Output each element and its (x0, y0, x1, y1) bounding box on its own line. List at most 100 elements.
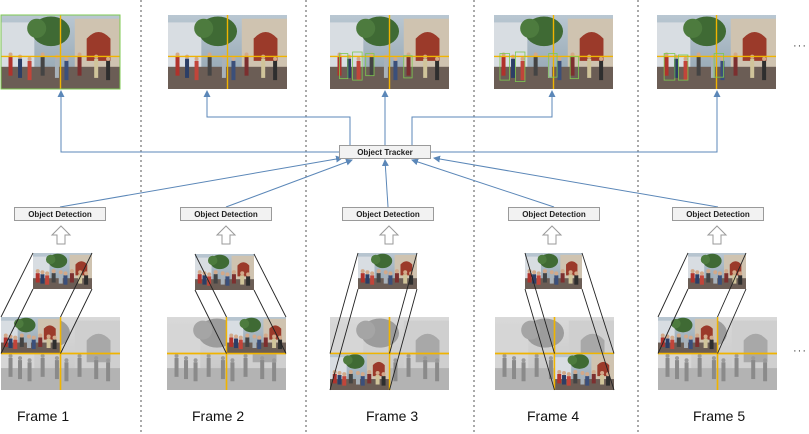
scene-person (660, 337, 665, 347)
scene-person-head (3, 333, 8, 338)
scene-person (207, 56, 212, 76)
scene-person-head (684, 358, 689, 363)
scene-person-head (367, 369, 372, 374)
scene-person (435, 60, 440, 81)
scene-person-head (751, 356, 756, 361)
scene-person-head (695, 270, 700, 275)
scene-ground (525, 278, 582, 289)
scene-person (521, 362, 526, 382)
scene-person (532, 274, 537, 284)
scene-person-head (26, 334, 31, 339)
projection-line (524, 252, 555, 354)
active-region-5 (658, 317, 718, 354)
detection-bbox (569, 56, 579, 80)
scene-person (202, 275, 207, 285)
scene-tree (567, 355, 578, 365)
scene-person (45, 275, 50, 285)
scene-arch (415, 333, 440, 363)
scene-person-head (272, 334, 277, 339)
scene-person (383, 274, 388, 284)
scene-person-head (512, 356, 517, 361)
scene-person (356, 60, 361, 81)
scene-person-head (207, 52, 212, 57)
scene-person-head (77, 52, 82, 57)
scene-person-head (697, 353, 702, 358)
tracked-frame-3 (330, 15, 449, 89)
scene-person-head (573, 369, 578, 374)
hollow-up-arrow-5 (706, 225, 728, 245)
scene-person (51, 273, 56, 283)
scene-person (360, 376, 365, 386)
scene-person (762, 60, 767, 81)
scene-person (257, 339, 262, 350)
scene-person (273, 60, 278, 81)
scene-person (206, 357, 211, 377)
projection-line (657, 288, 689, 354)
scene-person-head (570, 52, 575, 57)
scene-person-head (193, 358, 198, 363)
scene-person-head (342, 372, 347, 377)
scene-person-head (231, 56, 236, 61)
scene-person (261, 58, 266, 78)
projection-line (717, 252, 747, 318)
scene-person (512, 360, 517, 380)
scene-person (365, 274, 370, 284)
scene-person (696, 56, 701, 76)
active-region-4 (554, 353, 614, 390)
active-region-3 (330, 353, 390, 390)
scene-person (703, 338, 708, 349)
scene-person-head (175, 52, 180, 57)
scene-person (348, 373, 353, 384)
scene-person (562, 375, 567, 385)
scene-person-head (502, 353, 507, 358)
frame-label-3: Frame 3 (366, 408, 419, 424)
scene-person (738, 275, 743, 285)
scene-person (566, 376, 571, 386)
scene-person (40, 56, 45, 76)
scene-tree (683, 18, 703, 38)
scene-person-head (534, 353, 539, 358)
scene-person (230, 362, 235, 382)
scene-person-head (683, 334, 688, 339)
scene-person (724, 273, 729, 283)
scene-person-head (435, 56, 440, 61)
scene-person-head (27, 358, 32, 363)
scene-person (557, 373, 562, 384)
scene-person (231, 60, 236, 81)
scene-person (409, 275, 414, 285)
scene-person (721, 362, 726, 382)
projection-line (717, 288, 747, 354)
scene-person-head (106, 56, 111, 61)
scene-person (435, 362, 440, 382)
arrow-tracker-to-frame-1 (57, 90, 339, 153)
scene-person (527, 273, 532, 283)
scene-person (388, 275, 393, 285)
scene-person (46, 338, 51, 349)
scene-person-head (711, 356, 716, 361)
scene-person-head (675, 356, 680, 361)
scene-person-head (533, 52, 538, 57)
scene-person (502, 357, 507, 377)
projection-line (581, 252, 615, 354)
scene-person-head (548, 356, 553, 361)
scene-person (231, 274, 236, 284)
detection-bbox (339, 53, 349, 80)
scene-tree (671, 318, 681, 329)
object-detection-box-2: Object Detection (180, 207, 272, 221)
scene-person (64, 60, 69, 81)
scene-person-head (375, 371, 380, 376)
scene-person-head (713, 270, 718, 275)
scene-person-head (706, 269, 711, 274)
scene-person (734, 357, 739, 377)
scene-person (511, 58, 516, 78)
frame-label-1: Frame 1 (17, 408, 70, 424)
scene-person (3, 337, 8, 347)
scene-person (536, 275, 541, 285)
scene-person-head (665, 353, 670, 358)
scene-person (185, 58, 190, 78)
frame-label-2: Frame 2 (192, 408, 245, 424)
scene-person (26, 338, 31, 349)
continuation-ellipsis-top: ··· (793, 40, 807, 52)
